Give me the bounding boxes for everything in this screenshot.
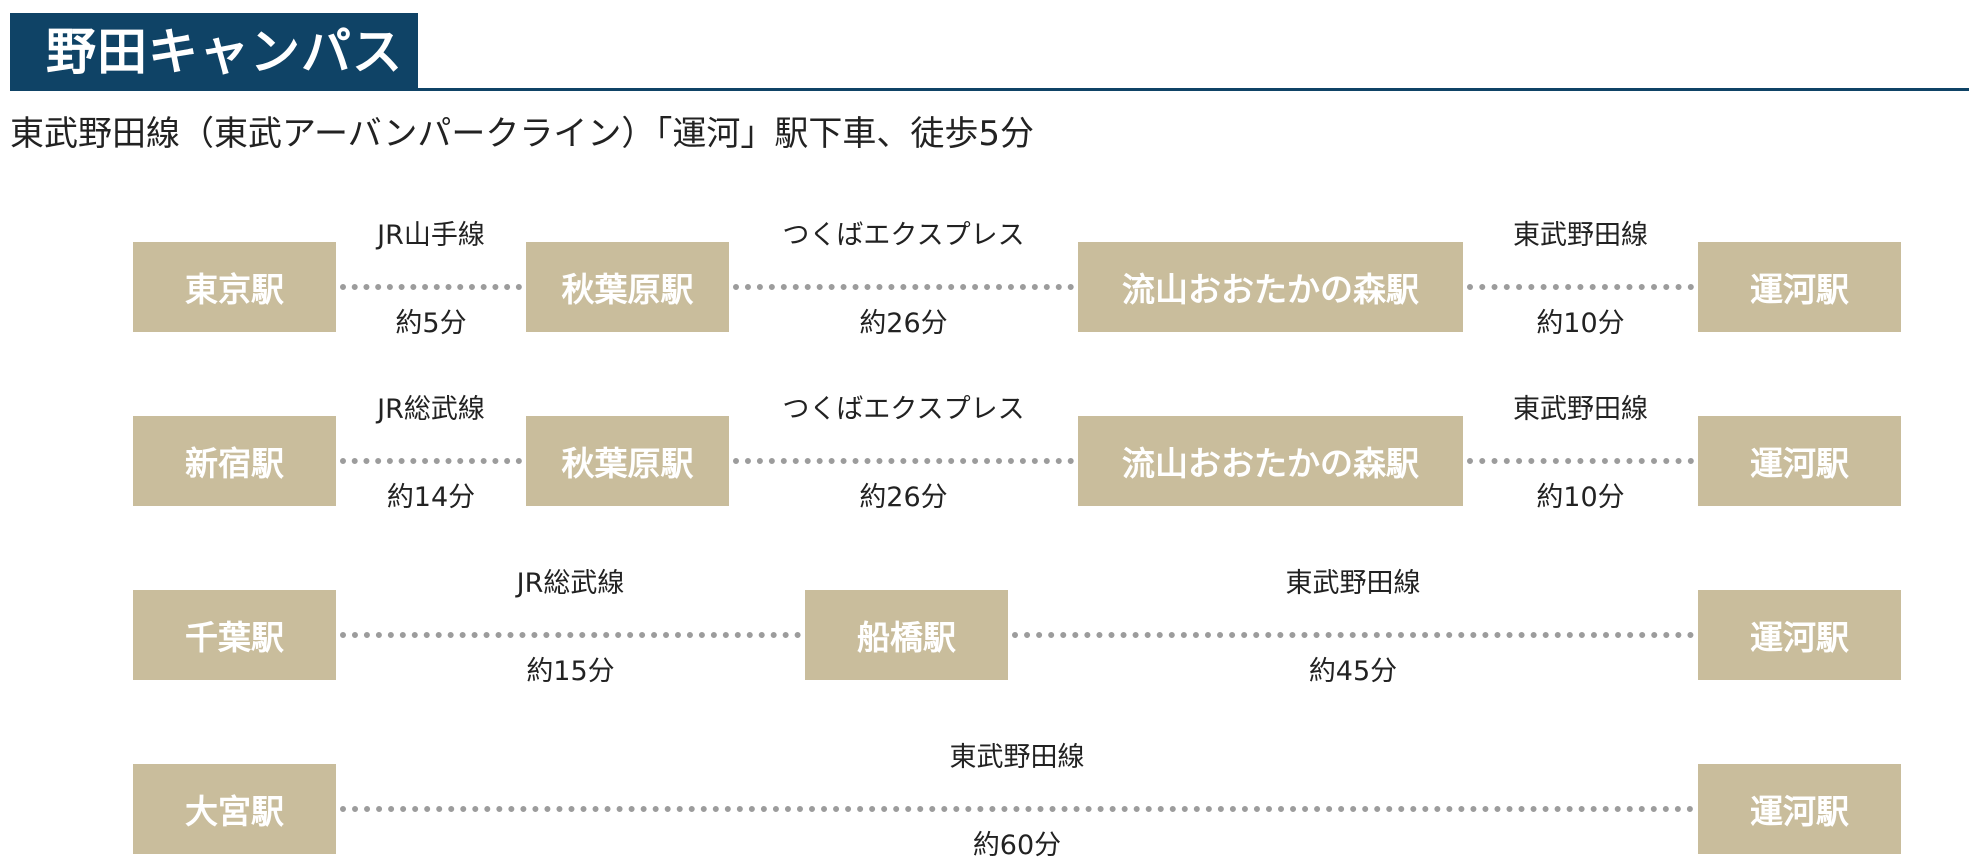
- page-title: 野田キャンパス: [10, 13, 418, 91]
- travel-time: 約14分: [386, 482, 476, 513]
- dotted-connector: [340, 458, 522, 464]
- route-link: 東武野田線 約45分: [1008, 556, 1698, 706]
- route-link: つくばエクスプレス 約26分: [729, 382, 1078, 532]
- travel-time: 約45分: [1308, 656, 1398, 687]
- station-box: 秋葉原駅: [526, 242, 729, 332]
- dotted-connector: [733, 284, 1074, 290]
- station-box: 運河駅: [1698, 590, 1901, 680]
- dotted-connector: [1012, 632, 1694, 638]
- station-box: 新宿駅: [133, 416, 336, 506]
- route-link: 東武野田線 約60分: [336, 730, 1698, 865]
- dotted-connector: [340, 284, 522, 290]
- dotted-connector: [340, 806, 1694, 812]
- dotted-connector: [340, 632, 801, 638]
- station-box: 東京駅: [133, 242, 336, 332]
- station-box: 運河駅: [1698, 242, 1901, 332]
- station-box: 流山おおたかの森駅: [1078, 242, 1463, 332]
- travel-time: 約26分: [859, 482, 948, 513]
- travel-time: 約26分: [859, 308, 948, 339]
- line-name: つくばエクスプレス: [782, 220, 1025, 251]
- station-box: 運河駅: [1698, 764, 1901, 854]
- station-box: 運河駅: [1698, 416, 1901, 506]
- travel-time: 約10分: [1536, 482, 1625, 513]
- line-name: つくばエクスプレス: [782, 394, 1025, 425]
- dotted-connector: [733, 458, 1074, 464]
- route-link: JR総武線 約14分: [336, 382, 526, 532]
- title-underline: [10, 88, 1969, 91]
- station-box: 千葉駅: [133, 590, 336, 680]
- route-link: JR総武線 約15分: [336, 556, 805, 706]
- line-name: 東武野田線: [949, 742, 1085, 773]
- access-description: 東武野田線（東武アーバンパークライン）「運河」駅下車、徒歩5分: [10, 114, 1034, 154]
- route-row-chiba: 千葉駅 JR総武線 約15分 船橋駅 東武野田線 約45分 運河駅: [0, 556, 1969, 706]
- line-name: 東武野田線: [1513, 220, 1648, 251]
- route-link: 東武野田線 約10分: [1463, 382, 1698, 532]
- line-name: 東武野田線: [1285, 568, 1421, 599]
- route-row-shinjuku: 新宿駅 JR総武線 約14分 秋葉原駅 つくばエクスプレス 約26分 流山おおた…: [0, 382, 1969, 532]
- line-name: JR総武線: [516, 568, 625, 599]
- station-box: 秋葉原駅: [526, 416, 729, 506]
- dotted-connector: [1467, 284, 1694, 290]
- travel-time: 約15分: [526, 656, 615, 687]
- travel-time: 約10分: [1536, 308, 1625, 339]
- route-link: JR山手線 約5分: [336, 208, 526, 358]
- dotted-connector: [1467, 458, 1694, 464]
- station-box: 流山おおたかの森駅: [1078, 416, 1463, 506]
- travel-time: 約60分: [972, 830, 1062, 861]
- route-link: 東武野田線 約10分: [1463, 208, 1698, 358]
- station-box: 大宮駅: [133, 764, 336, 854]
- route-link: つくばエクスプレス 約26分: [729, 208, 1078, 358]
- line-name: 東武野田線: [1513, 394, 1648, 425]
- travel-time: 約5分: [395, 308, 467, 339]
- line-name: JR山手線: [377, 220, 485, 251]
- route-row-tokyo: 東京駅 JR山手線 約5分 秋葉原駅 つくばエクスプレス 約26分 流山おおたか…: [0, 208, 1969, 358]
- line-name: JR総武線: [377, 394, 485, 425]
- station-box: 船橋駅: [805, 590, 1008, 680]
- route-row-omiya: 大宮駅 東武野田線 約60分 運河駅: [0, 730, 1969, 865]
